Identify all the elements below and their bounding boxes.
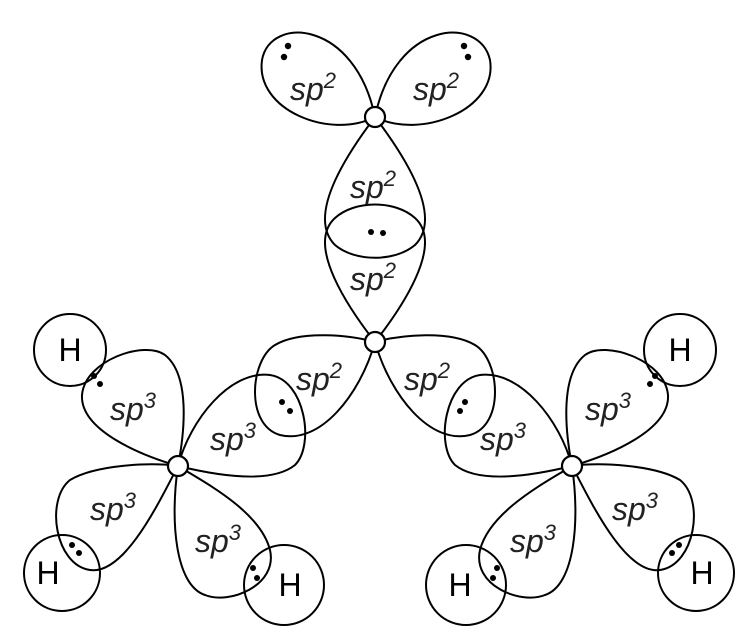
sp3-lobe-right-bond	[443, 373, 574, 478]
sp2-label-lower-bond: sp2	[350, 258, 396, 297]
electron-dot	[462, 399, 468, 405]
sp3-lobe-right-lower	[570, 463, 695, 572]
electron-dot	[647, 381, 653, 387]
electron-dot	[457, 408, 463, 414]
sp2-label-top-left: sp2	[290, 68, 336, 107]
hydrogen-label: H	[668, 332, 691, 368]
central-carbon-group	[254, 203, 496, 438]
electron-dot	[676, 542, 682, 548]
hydrogen-labels: H H H H H H	[36, 332, 713, 603]
sp3-lobe-right-down	[478, 464, 577, 599]
electron-dot	[464, 53, 472, 61]
hydrogen-label: H	[448, 567, 471, 603]
sp2-lobe-top-bond	[324, 115, 426, 259]
electron-dot	[254, 575, 260, 581]
hydrogen-label: H	[36, 555, 59, 591]
electron-dot	[69, 542, 75, 548]
electron-dot	[97, 381, 103, 387]
sp3-lobe-left-bond	[176, 373, 307, 478]
carbon-nucleus-top	[363, 105, 387, 129]
electron-dot	[287, 408, 293, 414]
carbon-nucleus-right	[560, 454, 584, 478]
hydrogen-label: H	[690, 555, 713, 591]
sp3-label-left-down: sp3	[195, 520, 242, 559]
sp3-lobe-left-lower	[55, 463, 180, 572]
left-carbon-group	[55, 349, 307, 599]
sp3-label-left-bond: sp3	[210, 418, 257, 457]
sp2-lobe-center-left	[254, 334, 377, 438]
sp2-label-upper-bond: sp2	[350, 166, 396, 205]
right-carbon-group	[443, 349, 695, 599]
hydrogen-atom-top-right	[643, 313, 717, 387]
sp2-label-top-right: sp2	[413, 68, 459, 107]
carbon-nuclei	[166, 105, 584, 478]
sp3-lobe-left-down	[173, 464, 272, 599]
electron-dot	[280, 53, 288, 61]
hydrogen-atoms	[23, 313, 735, 626]
hydrogen-label: H	[278, 567, 301, 603]
electron-dot	[284, 42, 292, 50]
sp2-label-center-right: sp2	[404, 358, 450, 397]
sp3-label-right-bond: sp3	[480, 418, 527, 457]
sp3-label-right-lower: sp3	[612, 488, 659, 527]
sp2-lobe-center-right	[373, 334, 496, 438]
sp2-lobe-top-right	[373, 31, 492, 126]
electron-dot	[368, 229, 374, 235]
hydrogen-label: H	[58, 332, 81, 368]
sp3-label-left-upper: sp3	[110, 388, 157, 427]
sp3-label-right-down: sp3	[510, 520, 557, 559]
hydrogen-atom-left-lower	[23, 534, 101, 612]
hydrogen-atom-left-bottom	[243, 544, 325, 626]
sp2-label-center-left: sp2	[296, 358, 342, 397]
electron-dot	[76, 550, 82, 556]
hydrogen-atom-right-bottom	[425, 544, 507, 626]
sp3-label-right-upper: sp3	[585, 388, 632, 427]
electron-dot	[279, 399, 285, 405]
sp3-lobe-right-upper	[565, 349, 670, 468]
electron-dot	[669, 550, 675, 556]
electron-dots	[69, 42, 682, 581]
carbon-nucleus-left	[166, 454, 190, 478]
hydrogen-atom-right-lower	[657, 534, 735, 612]
sp3-lobe-left-upper	[80, 349, 185, 468]
electron-dot	[494, 565, 500, 571]
hydrogen-atom-top-left	[33, 313, 107, 387]
electron-dot	[380, 230, 386, 236]
sp2-lobe-top-left	[260, 31, 377, 126]
sp2-lobe-center-up	[324, 203, 426, 344]
sp3-label-left-lower: sp3	[90, 488, 137, 527]
electron-dot	[652, 373, 658, 379]
electron-dot	[250, 565, 256, 571]
orbital-labels: sp2 sp2 sp2 sp2 sp2 sp2 sp3 sp3 sp3 sp3 …	[90, 68, 659, 559]
electron-dot	[91, 373, 97, 379]
electron-dot	[460, 42, 468, 50]
carbon-nucleus-center	[363, 330, 387, 354]
electron-dot	[490, 575, 496, 581]
top-carbon-group	[260, 31, 492, 259]
